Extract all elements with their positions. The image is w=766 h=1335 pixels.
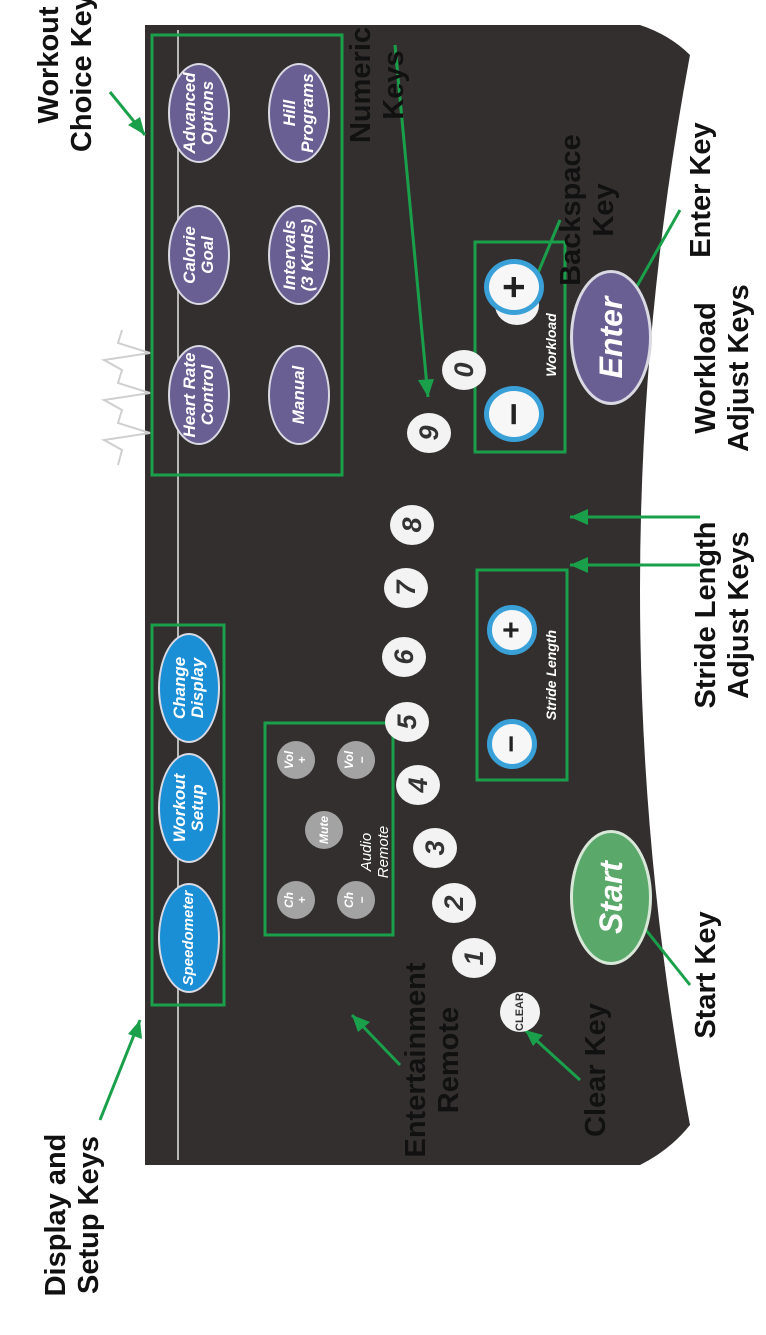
- arrowhead-display-setup: [128, 1020, 142, 1039]
- stride-increase-key[interactable]: +: [487, 605, 537, 655]
- entertainment-box: [263, 721, 395, 937]
- manual-key[interactable]: Manual: [268, 345, 330, 445]
- callout-backspace: Backspace Key: [555, 134, 620, 286]
- callout-entertainment: Entertainment Remote: [400, 962, 465, 1158]
- speedometer-key[interactable]: Speedometer: [158, 883, 220, 993]
- advanced-options-key[interactable]: Advanced Options: [168, 63, 230, 163]
- intervals-key[interactable]: Intervals (3 Kinds): [268, 205, 330, 305]
- hill-programs-key[interactable]: Hill Programs: [268, 63, 330, 163]
- arrowhead-entertainment: [352, 1015, 370, 1032]
- numeric-key-7[interactable]: 7: [384, 568, 428, 608]
- numeric-key-5[interactable]: 5: [385, 702, 429, 742]
- mute-key[interactable]: Mute: [305, 811, 343, 849]
- callout-enter: Enter Key: [685, 122, 717, 258]
- arrow-display-setup: [98, 1019, 142, 1121]
- calorie-goal-key[interactable]: Calorie Goal: [168, 205, 230, 305]
- start-key[interactable]: Start: [570, 830, 652, 965]
- callout-numeric: Numeric Keys: [345, 26, 410, 144]
- callout-workload-adjust: Workload Adjust Keys: [690, 284, 755, 452]
- numeric-key-3[interactable]: 3: [413, 828, 457, 868]
- heartbeat-line: [100, 329, 151, 466]
- volume-up-key[interactable]: Vol +: [277, 741, 315, 779]
- stride-box: [475, 568, 569, 782]
- change-display-key[interactable]: Change Display: [158, 633, 220, 743]
- workload-label: Workload: [543, 313, 559, 377]
- arrowhead-clear: [525, 1030, 543, 1046]
- arrowhead-workout-choice: [128, 117, 145, 135]
- numeric-key-8[interactable]: 8: [390, 505, 434, 545]
- display-setup-box: [150, 623, 226, 1007]
- heart-rate-control-key[interactable]: Heart Rate Control: [168, 345, 230, 445]
- callout-clear: Clear Key: [580, 1003, 612, 1137]
- numeric-key-4[interactable]: 4: [396, 765, 440, 805]
- numeric-key-2[interactable]: 2: [432, 883, 476, 923]
- arrowhead-workload: [570, 509, 588, 525]
- arrow-numeric: [393, 44, 430, 398]
- callout-stride-adjust: Stride Length Adjust Keys: [690, 521, 755, 709]
- callout-start: Start Key: [690, 911, 722, 1039]
- workout-setup-key[interactable]: Workout Setup: [158, 753, 220, 863]
- channel-up-key[interactable]: Ch +: [277, 881, 315, 919]
- numeric-key-9[interactable]: 9: [407, 413, 451, 453]
- audio-remote-label: Audio Remote: [358, 825, 392, 879]
- numeric-key-0[interactable]: 0: [442, 350, 486, 390]
- workload-decrease-key[interactable]: −: [484, 386, 544, 442]
- workload-increase-key[interactable]: +: [484, 259, 544, 315]
- stride-length-label: Stride Length: [543, 629, 559, 721]
- workout-choice-box: [150, 33, 344, 477]
- arrowhead-stride: [570, 557, 588, 573]
- workload-box: [473, 240, 567, 454]
- clear-key[interactable]: CLEAR: [500, 992, 540, 1032]
- arrowhead-numeric: [418, 379, 434, 397]
- brand-logo: TRUE: [25, 348, 105, 552]
- numeric-key-6[interactable]: 6: [382, 637, 426, 677]
- callout-display-setup: Display and Setup Keys: [40, 1133, 105, 1297]
- stride-decrease-key[interactable]: −: [487, 719, 537, 769]
- volume-down-key[interactable]: Vol −: [337, 741, 375, 779]
- callout-workout-choice: Workout Choice Keys: [33, 0, 98, 153]
